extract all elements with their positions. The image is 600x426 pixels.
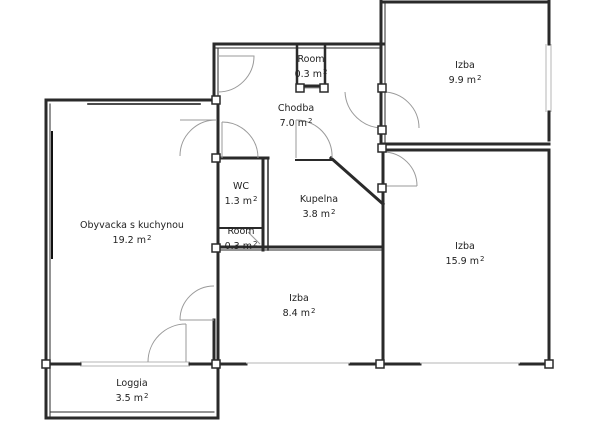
room-label-obyvacka: Obyvacka s kuchynou 19.2 m2 <box>80 220 184 247</box>
walls <box>44 0 551 420</box>
room-area: 0.3 m <box>224 241 252 252</box>
room-name: Obyvacka s kuchynou <box>80 220 184 231</box>
area-unit-superscript: 2 <box>143 392 149 400</box>
room-label-izba-1: Izba 9.9 m2 <box>449 60 482 87</box>
area-unit-superscript: 2 <box>252 195 258 203</box>
area-unit-superscript: 2 <box>476 74 482 82</box>
area-unit-superscript: 2 <box>310 307 316 315</box>
room-label-kupelna: Kupelna 3.8 m2 <box>300 194 338 221</box>
room-area: 15.9 m <box>445 256 479 267</box>
area-unit-superscript: 2 <box>479 255 485 263</box>
room-label-chodba: Chodba 7.0 m2 <box>278 103 314 130</box>
room-area: 1.3 m <box>224 196 252 207</box>
room-name: Room <box>297 54 325 65</box>
room-area: 7.0 m <box>279 118 307 129</box>
room-name: Loggia <box>116 378 148 389</box>
room-area: 3.5 m <box>115 393 143 404</box>
room-label-wc: WC 1.3 m2 <box>225 181 258 208</box>
wall-joints <box>41 83 554 369</box>
room-area: 19.2 m <box>112 235 146 246</box>
area-unit-superscript: 2 <box>146 234 152 242</box>
room-area: 9.9 m <box>448 75 476 86</box>
area-unit-superscript: 2 <box>307 117 313 125</box>
room-name: Izba <box>455 60 475 71</box>
area-unit-superscript: 2 <box>330 208 336 216</box>
room-area: 0.3 m <box>294 69 322 80</box>
room-name: Chodba <box>277 103 315 114</box>
room-name: Room <box>227 226 255 237</box>
room-label-loggia: Loggia 3.5 m2 <box>116 378 149 405</box>
room-name: Kupelna <box>299 194 339 205</box>
room-area: 3.8 m <box>302 209 330 220</box>
room-label-room-bottom: Room 0.3 m2 <box>225 226 258 253</box>
windows <box>80 44 552 367</box>
room-name: Izba <box>455 241 475 252</box>
doors <box>147 55 420 363</box>
room-label-room-top: Room 0.3 m2 <box>295 54 328 81</box>
room-label-izba-3: Izba 8.4 m2 <box>283 293 316 320</box>
room-name: WC <box>232 181 250 192</box>
area-unit-superscript: 2 <box>252 240 258 248</box>
room-label-izba-2: Izba 15.9 m2 <box>446 241 485 268</box>
room-name: Izba <box>289 293 309 304</box>
area-unit-superscript: 2 <box>322 68 328 76</box>
room-area: 8.4 m <box>282 308 310 319</box>
